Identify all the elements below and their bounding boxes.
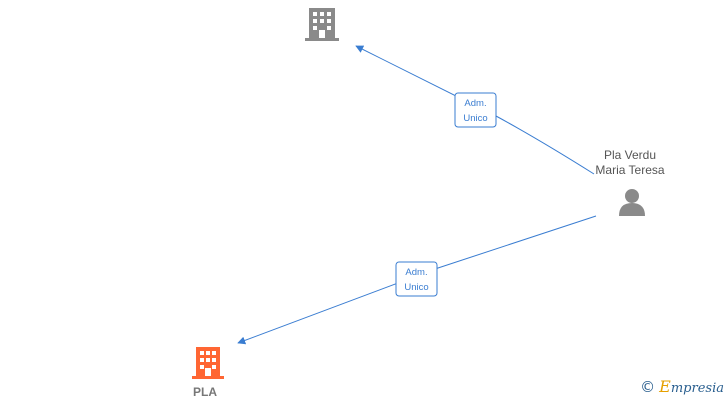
company-node-pla[interactable]: PLA [192, 347, 224, 399]
person-label-line2: Maria Teresa [595, 163, 664, 177]
edge-person-to-pla [237, 215, 597, 345]
company-node-top[interactable] [305, 8, 339, 41]
brand-initial: E [659, 377, 671, 396]
person-node[interactable]: Pla Verdu Maria Teresa [595, 148, 665, 216]
edge-label-top-line1: Adm. [464, 98, 486, 109]
brand-logo: Empresia [659, 377, 724, 396]
person-icon [619, 189, 645, 216]
building-icon [192, 347, 224, 379]
edge-label-bottom-line2: Unico [404, 282, 428, 293]
building-icon [305, 8, 339, 41]
brand-rest: mpresia [670, 381, 724, 396]
edge-label-bottom-line1: Adm. [405, 267, 427, 278]
person-label-line1: Pla Verdu [604, 148, 656, 162]
edge-label-bottom[interactable]: Adm. Unico [395, 261, 438, 297]
copyright-icon: © [640, 377, 656, 396]
brand-watermark: © Empresia [640, 377, 724, 396]
edge-person-to-top-company [355, 45, 595, 175]
pla-label: PLA [193, 385, 217, 399]
edge-label-top[interactable]: Adm. Unico [454, 92, 497, 128]
edge-label-top-line2: Unico [463, 113, 487, 124]
